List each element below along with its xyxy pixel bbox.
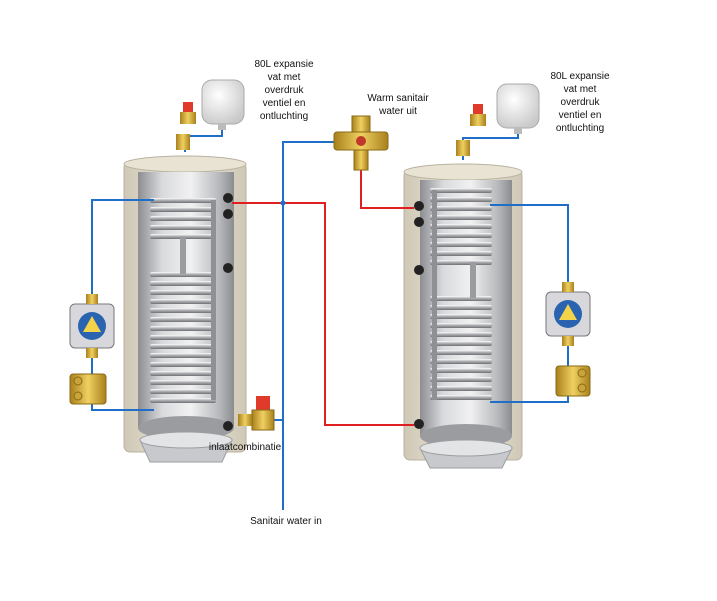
label-expansion-left: 80L expansie vat met overdruk ventiel en… [254,59,314,122]
right-pump [545,282,591,346]
right-tank-coil [430,188,492,400]
mixing-valve [333,115,389,171]
left-relief-valve [176,102,196,150]
left-pump [69,294,115,358]
left-valve-group [69,373,107,405]
right-tank [403,163,523,469]
right-relief-valve [456,104,486,156]
inlet-combination-valve [238,396,275,431]
right-valve-group [555,365,591,397]
label-cold-water-in: Sanitair water in [250,516,322,527]
label-expansion-right: 80L expansie vat met overdruk ventiel en… [550,71,610,134]
label-inlet-combination: inlaatcombinatie [208,442,282,453]
right-expansion-vessel [496,83,540,134]
hot-water-pipes [232,168,414,426]
pipe-junction [280,200,286,206]
left-expansion-vessel [201,79,245,130]
left-tank-coil [150,198,216,403]
label-hot-water-out: Warm sanitair water uit [367,93,429,117]
left-tank [123,155,247,463]
